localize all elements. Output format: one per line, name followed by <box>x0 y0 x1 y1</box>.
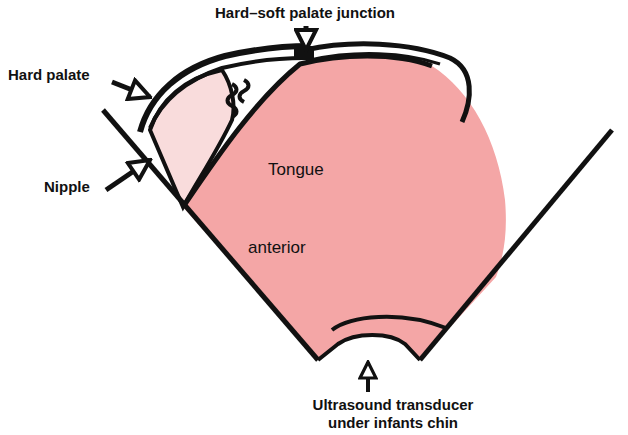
soft-palate <box>310 54 440 64</box>
leader-arrow <box>304 26 309 50</box>
region-label: anterior <box>248 238 348 258</box>
leader-arrow <box>106 160 150 190</box>
callout-label: Ultrasound transducer under infants chin <box>293 396 493 432</box>
hard-palate <box>150 58 305 128</box>
callout-label: Hard palate <box>8 66 118 84</box>
soft-palate <box>305 44 469 122</box>
callout-label: Hard–soft palate junction <box>185 4 425 22</box>
sector-line <box>420 130 612 360</box>
leader-arrow <box>112 82 150 97</box>
chin-surface <box>332 317 446 330</box>
palate-fold <box>228 84 237 117</box>
palate-fold <box>240 80 249 102</box>
sector-line <box>103 110 318 360</box>
hard-palate <box>140 46 310 132</box>
leader-arrow <box>366 362 370 392</box>
callout-label: Nipple <box>44 178 124 196</box>
transducer <box>318 335 420 360</box>
tongue-surface <box>183 56 432 207</box>
region-label: Tongue <box>268 160 368 180</box>
